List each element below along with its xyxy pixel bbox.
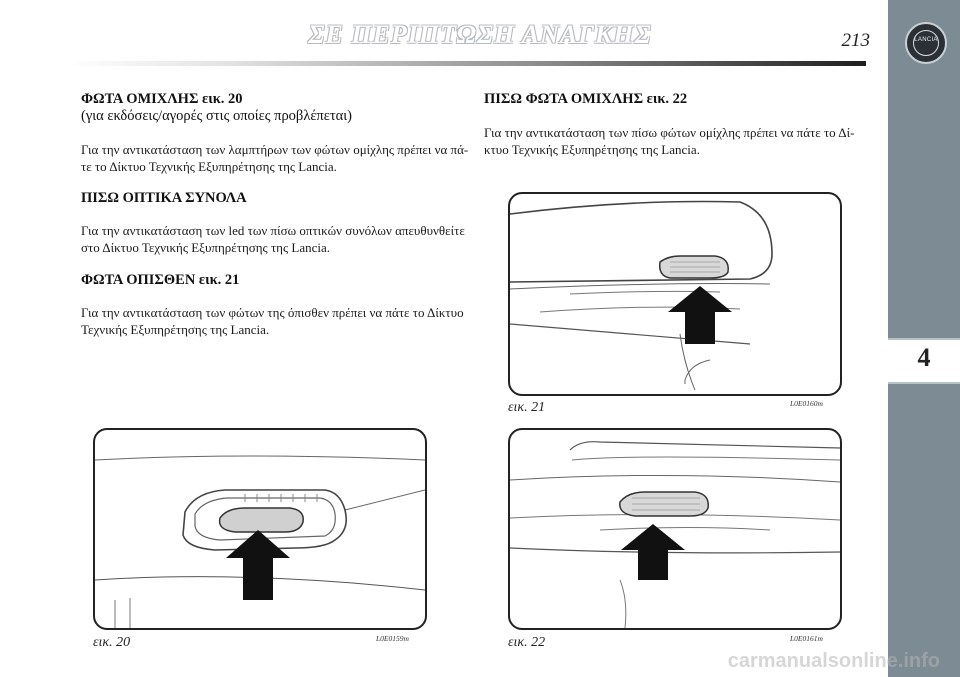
chapter-number: 4 — [917, 343, 931, 372]
paragraph-line: κτυο Τεχνικής Εξυπηρέτησης της Lancia. — [484, 142, 700, 157]
header-rule — [66, 61, 866, 66]
figure-22-code: L0E0161m — [790, 634, 823, 643]
paragraph-line: τε το Δίκτυο Τεχνικής Εξυπηρέτησης της L… — [81, 159, 337, 174]
page-title: ΣΕ ΠΕΡΙΠΤΩΣΗ ΑΝΑΓΚΗΣ — [308, 20, 652, 49]
page-number: 213 — [841, 30, 871, 51]
figure-21-code: L0E0160m — [790, 399, 823, 408]
reverse-light-illustration — [510, 200, 773, 391]
paragraph-line: Για την αντικατάσταση των λαμπτήρων των … — [81, 142, 469, 157]
rear-fog-light-illustration — [510, 441, 840, 628]
paragraph-line: Για την αντικατάσταση των πίσω φώτων ομί… — [484, 125, 855, 140]
section-heading-reverse-lights: ΦΩΤΑ ΟΠΙΣΘΕΝ εικ. 21 — [81, 272, 240, 288]
figure-20-image — [93, 428, 427, 630]
section-heading-fog-lights: ΦΩΤΑ ΟΜΙΧΛΗΣ εικ. 20 — [81, 91, 243, 107]
figure-20-caption: εικ. 20 — [93, 635, 131, 650]
figure-21-caption: εικ. 21 — [508, 400, 546, 415]
figure-21-image — [508, 192, 842, 396]
paragraph-line: Για την αντικατάσταση των φώτων της όπισ… — [81, 305, 464, 320]
figure-22-image — [508, 428, 842, 630]
chapter-tab[interactable] — [888, 338, 960, 384]
section-subheading-fog-lights: (για εκδόσεις/αγορές στις οποίες προβλέπ… — [81, 108, 352, 124]
figure-22-caption: εικ. 22 — [508, 635, 546, 650]
logo-ring — [913, 30, 939, 56]
section-heading-rear-fog-lights: ΠΙΣΩ ΦΩΤΑ ΟΜΙΧΛΗΣ εικ. 22 — [484, 91, 688, 107]
paragraph-line: στο Δίκτυο Τεχνικής Εξυπηρέτησης της Lan… — [81, 240, 330, 255]
lancia-logo: LANCIA — [905, 22, 947, 64]
paragraph-line: Τεχνικής Εξυπηρέτησης της Lancia. — [81, 322, 270, 337]
figure-20-code: L0E0159m — [376, 634, 409, 643]
fog-light-illustration — [95, 455, 425, 628]
paragraph-line: Για την αντικατάσταση των led των πίσω ο… — [81, 223, 465, 238]
watermark: carmanualsonline.info — [727, 650, 940, 672]
section-heading-rear-clusters: ΠΙΣΩ ΟΠΤΙΚΑ ΣΥΝΟΛΑ — [81, 190, 247, 206]
logo-text: LANCIA — [914, 37, 938, 43]
